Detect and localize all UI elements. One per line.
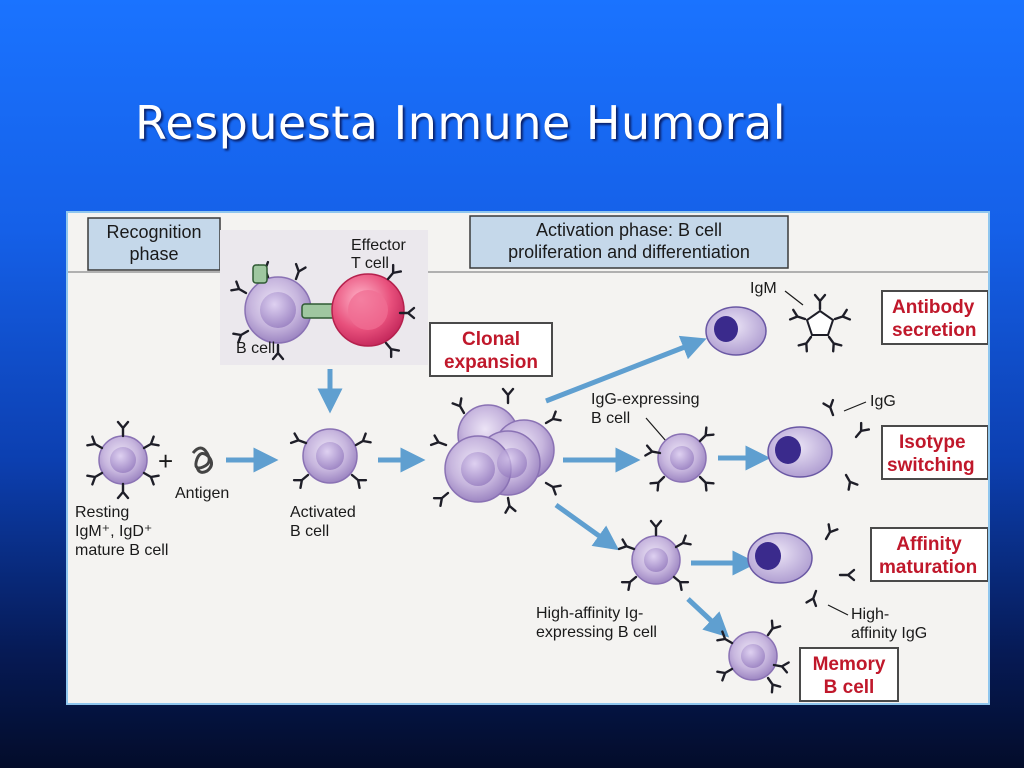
igm-plasma-cell — [705, 306, 767, 356]
effector-label-line1: Effector — [351, 237, 407, 254]
activation-phase-label-line2: proliferation and differentiation — [508, 242, 750, 262]
igm-label: IgM — [750, 280, 777, 297]
resting-label-line2: IgM⁺, IgD⁺ — [75, 523, 152, 540]
igg-expressing-label-line1: IgG-expressing — [591, 391, 700, 408]
b-cell-label: B cell — [236, 340, 275, 357]
arrow-icon — [686, 597, 730, 638]
isotype-switching-line2: switching — [887, 455, 975, 476]
high-affinity-ig-label-line2: expressing B cell — [536, 624, 657, 641]
activation-phase-label-line1: Activation phase: B cell — [536, 220, 722, 240]
recognition-phase-box: Recognition phase — [87, 217, 221, 271]
igg-expressing-label-line2: B cell — [591, 410, 630, 427]
activated-b-cell: Activated B cell — [289, 428, 372, 540]
arrow-icon — [545, 335, 707, 404]
affinity-maturation-line2: maturation — [879, 557, 977, 578]
igm-pentamer-icon — [788, 293, 852, 353]
clonal-expansion-cells — [429, 387, 562, 514]
high-affinity-b-cell — [617, 519, 692, 592]
memory-b-cell-line1: Memory — [813, 654, 886, 675]
high-affinity-plasma-cell — [747, 532, 813, 584]
clonal-expansion-box: Clonal expansion — [429, 322, 553, 377]
slide-title: Respuesta Inmune Humoral — [135, 96, 786, 150]
antibody-secretion-line1: Antibody — [892, 297, 975, 318]
resting-label-line3: mature B cell — [75, 542, 168, 559]
memory-b-cell — [716, 619, 790, 694]
igg-label: IgG — [870, 393, 896, 410]
antibody-icon — [805, 523, 856, 608]
isotype-switching-line1: Isotype — [899, 432, 966, 453]
igg-expressing-b-cell — [644, 426, 715, 492]
flow-arrows — [226, 335, 771, 638]
b-t-cell-interaction-inset: Effector T cell B cell — [220, 230, 428, 365]
arrow-icon — [554, 502, 620, 551]
humoral-response-diagram: Recognition phase Activation phase: B ce… — [66, 211, 990, 705]
igg-plasma-cell — [767, 426, 833, 478]
resting-label-line1: Resting — [75, 504, 129, 521]
plus-sign: + — [158, 446, 173, 476]
activated-label-line1: Activated — [290, 504, 356, 521]
affinity-maturation-box: Affinity maturation — [870, 527, 988, 582]
recognition-phase-label-line1: Recognition — [106, 222, 201, 242]
effector-label-line2: T cell — [351, 255, 389, 272]
clonal-expansion-line2: expansion — [444, 352, 538, 373]
isotype-switching-box: Isotype switching — [881, 425, 988, 480]
activated-label-line2: B cell — [290, 523, 329, 540]
antigen-label: Antigen — [175, 485, 229, 502]
antibody-secretion-box: Antibody secretion — [881, 290, 988, 345]
memory-b-cell-line2: B cell — [824, 677, 875, 698]
recognition-phase-label-line2: phase — [129, 244, 178, 264]
activation-phase-box: Activation phase: B cell proliferation a… — [469, 215, 789, 269]
antigen-icon — [191, 446, 214, 474]
memory-b-cell-box: Memory B cell — [799, 647, 899, 702]
high-affinity-igg-label-line2: affinity IgG — [851, 625, 927, 642]
affinity-maturation-line1: Affinity — [896, 534, 962, 555]
high-affinity-igg-label-line1: High- — [851, 606, 889, 623]
antibody-secretion-line2: secretion — [892, 320, 976, 341]
high-affinity-ig-label-line1: High-affinity Ig- — [536, 605, 643, 622]
clonal-expansion-line1: Clonal — [462, 329, 520, 350]
resting-b-cell: Resting IgM⁺, IgD⁺ mature B cell — [75, 420, 168, 559]
